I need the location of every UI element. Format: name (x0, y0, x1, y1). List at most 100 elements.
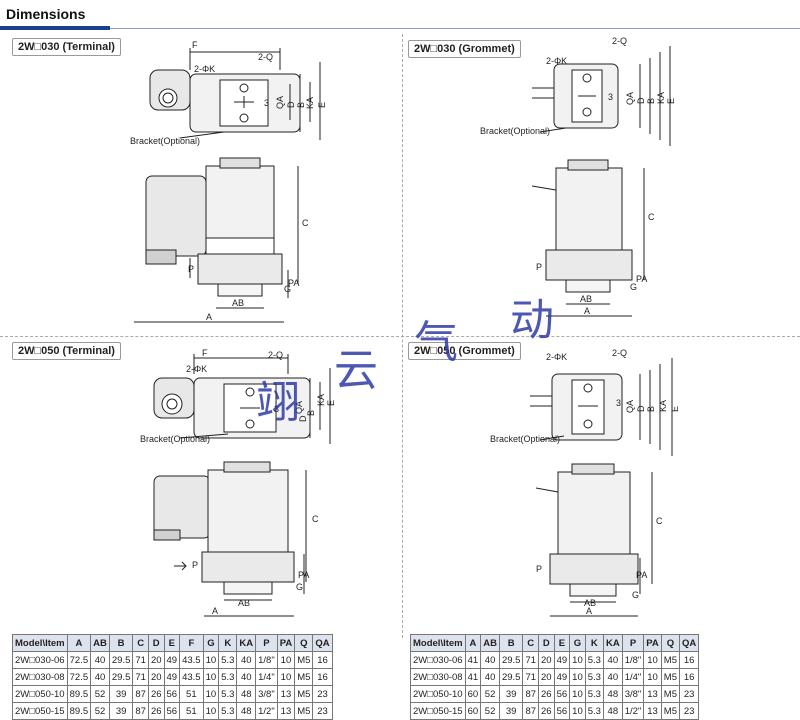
watermark-char: 翊 (256, 377, 300, 428)
table-cell: 40 (90, 668, 110, 686)
dim-label-3: 3 (608, 92, 613, 102)
table-cell: 2W□030-06 (410, 651, 466, 669)
table-cell: 29.5 (498, 668, 524, 686)
dim-label-D: D (298, 415, 308, 422)
table-cell: 10 (276, 668, 296, 686)
table-cell: 10 (202, 651, 220, 669)
table-cell: 1/4" (621, 668, 645, 686)
table-cell: 49 (553, 668, 571, 686)
column-header: Model\Item (12, 634, 68, 652)
dim-label-D: D (636, 405, 646, 412)
table-cell: 39 (108, 702, 134, 720)
dim-label-AB: AB (238, 598, 250, 608)
dim-label-PA: PA (636, 274, 647, 284)
column-header: P (255, 634, 278, 652)
column-header: KA (236, 634, 257, 652)
dim-label-C: C (312, 514, 319, 524)
dim-label-2Q: 2-Q (258, 52, 273, 62)
dim-label-2Q: 2-Q (268, 350, 283, 360)
table-cell: 41 (464, 651, 482, 669)
table-cell: 1/4" (255, 668, 278, 686)
table-cell: 5.3 (218, 651, 238, 669)
table-cell: 40 (602, 651, 623, 669)
table-cell: M5 (660, 668, 681, 686)
table-cell: 26 (538, 685, 555, 703)
table-cell: 23 (678, 702, 700, 720)
dim-label-F: F (192, 40, 198, 50)
table-cell: M5 (294, 651, 314, 669)
table-cell: 5.3 (584, 685, 604, 703)
table-cell: 2W□030-08 (12, 668, 68, 686)
table-cell: 10 (643, 651, 662, 669)
column-header: B (108, 634, 134, 652)
dim-label-3: 3 (274, 404, 279, 414)
table-cell: 49 (163, 668, 181, 686)
title-underline (0, 26, 110, 30)
table-cell: 5.3 (584, 702, 604, 720)
dim-label-A: A (206, 312, 212, 322)
table-cell: 10 (569, 668, 586, 686)
table-cell: 26 (147, 685, 165, 703)
header-rule (110, 28, 800, 29)
table-cell: 2W□030-06 (12, 651, 68, 669)
table-cell: 2W□050-10 (410, 685, 466, 703)
dim-label-2phiK: 2-ΦK (186, 364, 207, 374)
bracket-label: Bracket(Optional) (140, 434, 210, 444)
column-header: D (538, 634, 555, 652)
dim-label-E: E (670, 406, 680, 412)
dim-label-KA: KA (316, 394, 326, 406)
dim-label-P: P (536, 262, 542, 272)
table-cell: 72.5 (66, 668, 92, 686)
dim-label-PA: PA (636, 570, 647, 580)
table-cell: 1/2" (621, 702, 645, 720)
dim-label-AB: AB (584, 598, 596, 608)
bracket-label: Bracket(Optional) (490, 434, 560, 444)
dim-label-B: B (646, 98, 656, 104)
dim-label-3: 3 (616, 398, 621, 408)
table-cell: 39 (108, 685, 134, 703)
table-cell: 89.5 (66, 685, 92, 703)
table-cell: 10 (276, 651, 296, 669)
column-header: KA (602, 634, 623, 652)
watermark-char: 动 (510, 295, 554, 346)
dim-label-B: B (306, 410, 316, 416)
table-cell: 16 (678, 651, 700, 669)
section-header: Dimensions (0, 0, 800, 30)
drawing-030-terminal: F 2-Q 2-ΦK 3 Bracket(Optional) QA D B KA… (130, 40, 327, 323)
table-cell: 40 (602, 668, 623, 686)
dim-label-P: P (192, 560, 198, 570)
table-cell: 13 (276, 702, 296, 720)
table-cell: 71 (132, 668, 149, 686)
dim-label-2Q: 2-Q (612, 348, 627, 358)
table-cell: 43.5 (179, 651, 204, 669)
table-cell: 2W□030-08 (410, 668, 466, 686)
table-cell: 5.3 (584, 668, 604, 686)
dim-label-QA: QA (294, 401, 304, 414)
table-cell: 60 (464, 685, 482, 703)
dim-label-QA: QA (625, 92, 635, 105)
table-cell: 72.5 (66, 651, 92, 669)
table-cell: M5 (294, 668, 314, 686)
table-cell: 56 (553, 685, 571, 703)
table-cell: 40 (480, 668, 500, 686)
table-cell: 2W□050-10 (12, 685, 68, 703)
drawing-050-terminal: F 2-Q 2-ΦK 3 Bracket(Optional) QA D B KA… (140, 348, 336, 617)
dim-label-3: 3 (264, 98, 269, 108)
table-cell: 49 (163, 651, 181, 669)
table-cell: 3/8" (621, 685, 645, 703)
table-cell: 2W□050-15 (410, 702, 466, 720)
dim-label-KA: KA (305, 97, 315, 109)
table-cell: M5 (294, 685, 314, 703)
table-cell: 16 (678, 668, 700, 686)
table-cell: 10 (202, 668, 220, 686)
column-header: AB (90, 634, 110, 652)
table-cell: 1/8" (621, 651, 645, 669)
table-cell: 39 (498, 685, 524, 703)
table-cell: 60 (464, 702, 482, 720)
table-cell: 51 (179, 702, 204, 720)
